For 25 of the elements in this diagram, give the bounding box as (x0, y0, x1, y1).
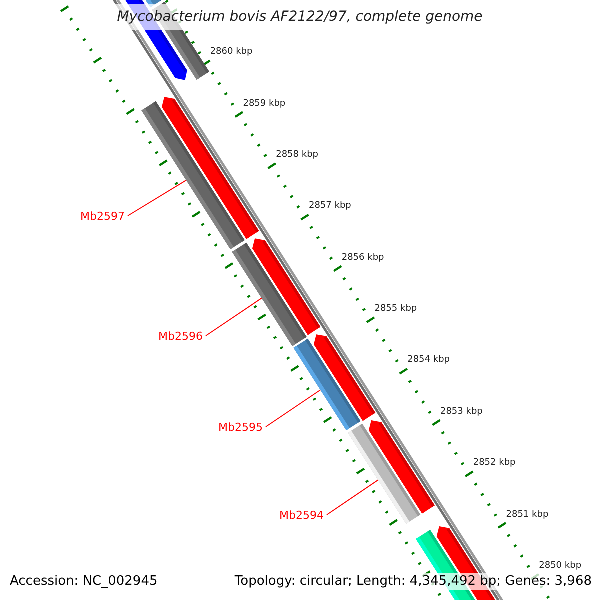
scale-label: 2857 kbp (308, 201, 352, 212)
scale-label: 2859 kbp (243, 98, 286, 110)
scale-label: 2856 kbp (342, 252, 384, 264)
gene-feature (142, 101, 245, 250)
gene-label: Mb2597 (80, 210, 125, 224)
scale-label: 2855 kbp (374, 304, 418, 316)
gene-label: Mb2594 (280, 509, 324, 523)
gene-label: Mb2595 (218, 421, 263, 435)
leader-line (326, 480, 379, 516)
genome-info-text: Topology: circular; Length: 4,345,492 bp; Genes: 3,968 (232, 573, 594, 590)
scale-label: 2854 kbp (408, 355, 450, 366)
accession-text: Accession: NC_002945 (8, 573, 160, 590)
leader-line (128, 180, 187, 216)
scale-label: 2851 kbp (506, 510, 549, 520)
scale-label: 2860 kbp (210, 47, 253, 58)
gene-label: Mb2596 (158, 330, 203, 344)
leader-line (206, 298, 262, 336)
gene-feature (232, 242, 307, 346)
gene-feature (294, 338, 361, 431)
leader-line (266, 390, 322, 428)
scale-label: 2850 kbp (539, 560, 582, 572)
gene-feature (348, 424, 421, 524)
scale-label: 2858 kbp (276, 150, 318, 161)
scale-label: 2852 kbp (473, 458, 516, 470)
scale-label: 2853 kbp (440, 406, 483, 418)
